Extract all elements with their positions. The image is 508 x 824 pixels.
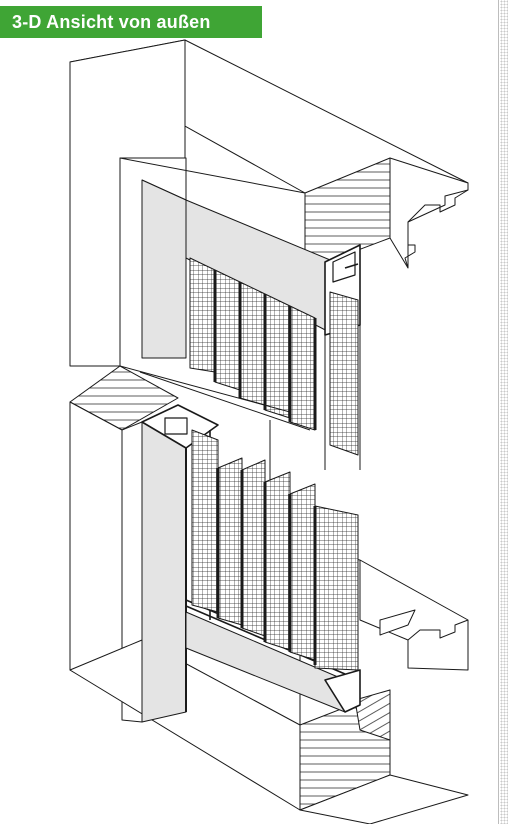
sidebar-rule	[498, 0, 499, 824]
upper-reveal-panel	[141, 179, 187, 359]
sidebar-dot-pattern	[500, 0, 508, 824]
page-title-badge: 3-D Ansicht von außen	[0, 6, 262, 38]
page-title: 3-D Ansicht von außen	[12, 11, 211, 32]
right-edge-sidebar	[496, 0, 508, 824]
lower-sill-profile	[324, 669, 361, 713]
lower-reveal-panel	[141, 421, 187, 723]
lower-wall-block	[69, 365, 469, 824]
upper-mesh-louvres	[189, 257, 359, 456]
lower-mesh-louvres	[191, 429, 359, 671]
